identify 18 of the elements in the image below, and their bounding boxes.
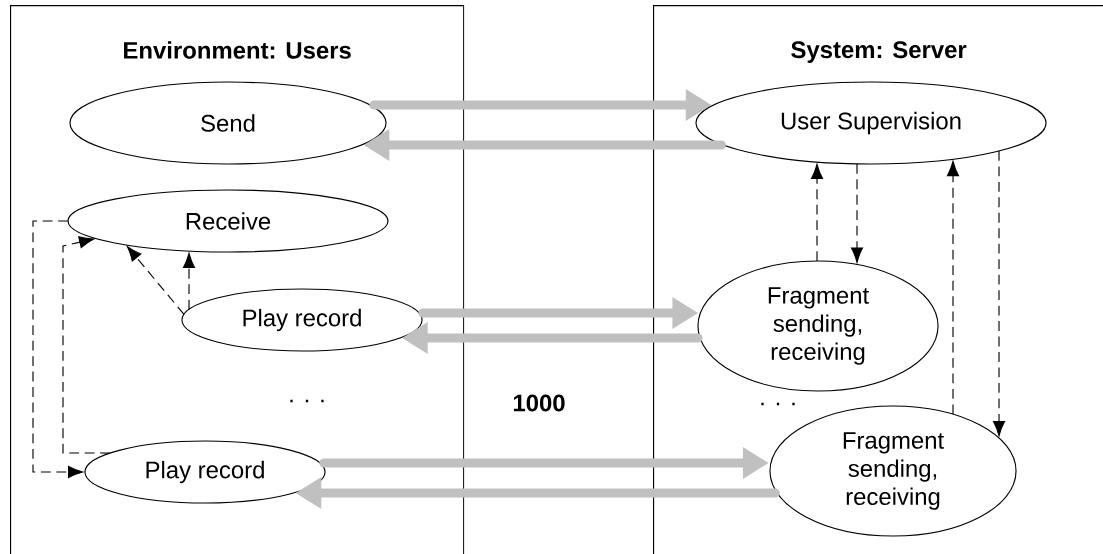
arrow	[32, 220, 84, 479]
arrow	[850, 163, 864, 263]
ellipse-node: User Supervision	[695, 81, 1047, 165]
arrow	[946, 160, 960, 415]
arrow	[62, 236, 111, 454]
ellipsis: . . .	[761, 402, 795, 406]
ellipse-node: Play record	[84, 440, 326, 504]
arrow	[810, 163, 824, 262]
ellipse-node: Receive	[67, 189, 389, 253]
ellipsis: . . .	[290, 399, 324, 403]
arrow	[992, 150, 1006, 437]
ellipse-node: Fragment sending, receiving	[769, 405, 1017, 537]
count-label: 1000	[513, 394, 565, 412]
ellipse-node: Send	[69, 81, 387, 165]
ellipse-node: Play record	[181, 288, 423, 352]
ellipse-node: Fragment sending, receiving	[697, 260, 939, 392]
arrow	[126, 246, 185, 315]
arrow	[182, 252, 196, 311]
